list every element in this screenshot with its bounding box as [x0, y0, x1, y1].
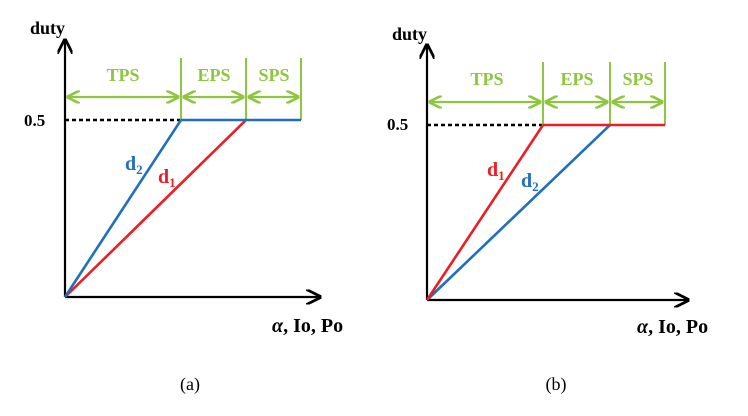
- caption-b: (b): [546, 374, 567, 395]
- phase-label-sps: SPS: [258, 65, 289, 85]
- d2-line: [63, 119, 183, 298]
- level-label: 0.5: [24, 111, 45, 130]
- d1-line: [64, 119, 247, 298]
- y-axis-label: duty: [392, 24, 427, 44]
- x-axis-label: α, Io, Po: [637, 316, 708, 338]
- panel-a: duty α, Io, Po 0.5 TPS EPS SPS d2 d1 (a): [24, 18, 343, 395]
- phase-label-tps: TPS: [106, 65, 139, 85]
- d1-label: d1: [487, 159, 505, 183]
- phase-label-eps: EPS: [197, 65, 230, 85]
- phase-label-eps: EPS: [560, 69, 593, 89]
- x-axis-label: α, Io, Po: [272, 315, 343, 337]
- panel-b: duty α, Io, Po 0.5 TPS EPS SPS d1 d2 (b): [387, 24, 708, 395]
- d2-label: d2: [125, 153, 143, 177]
- caption-a: (a): [180, 374, 200, 395]
- d1-line: [425, 124, 545, 301]
- phase-label-tps: TPS: [470, 69, 503, 89]
- y-axis-label: duty: [30, 18, 65, 38]
- phase-label-sps: SPS: [622, 69, 653, 89]
- level-label: 0.5: [387, 115, 408, 134]
- d2-line: [426, 124, 611, 301]
- d2-label: d2: [521, 170, 539, 194]
- d1-label: d1: [158, 166, 176, 190]
